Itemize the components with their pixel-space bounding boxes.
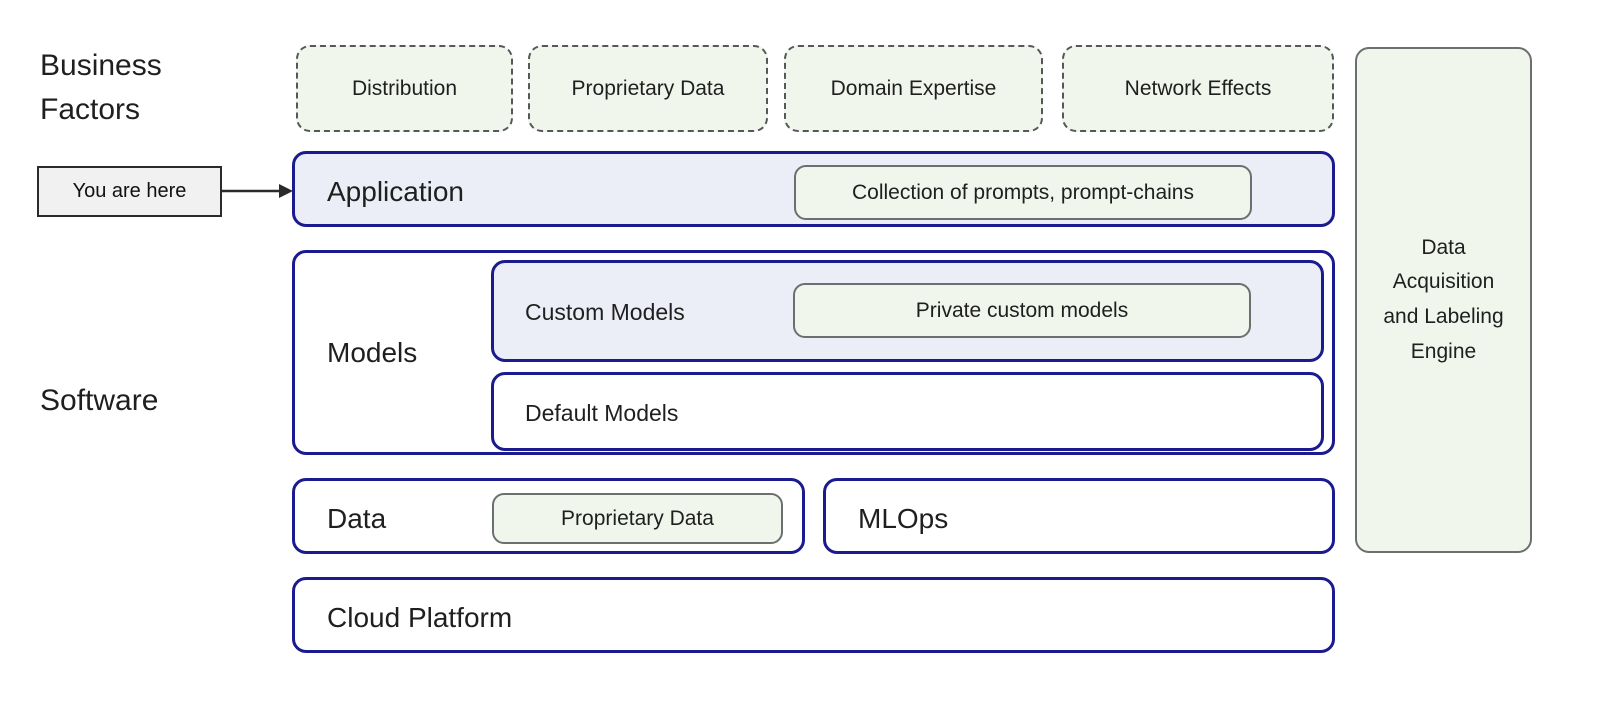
application-badge[interactable]: Collection of prompts, prompt-chains [794,165,1252,220]
models-subrow-title-default: Default Models [525,400,679,426]
business-factor-label: Network Effects [1124,76,1272,100]
business-factor-chip-domain-expertise[interactable]: Domain Expertise [784,45,1043,132]
business-factor-label: Distribution [351,76,458,100]
stack-row-mlops[interactable]: MLOps [823,478,1335,554]
arrow-right-icon [222,176,294,206]
section-label-business-factors: Business Factors [40,49,162,126]
data-badge[interactable]: Proprietary Data [492,493,783,544]
stack-row-data[interactable]: Data Proprietary Data [292,478,805,554]
stack-row-title-models: Models [327,337,418,368]
models-subrow-custom[interactable]: Custom Models Private custom models [491,260,1324,362]
stack-row-title-cloud-platform: Cloud Platform [327,602,513,633]
custom-models-badge[interactable]: Private custom models [793,283,1251,338]
business-factor-label: Proprietary Data [571,76,725,100]
stack-row-title-mlops: MLOps [858,503,949,534]
stack-row-cloud-platform[interactable]: Cloud Platform [292,577,1335,653]
data-acquisition-labeling-engine-panel[interactable]: Data Acquisition and Labeling Engine [1355,47,1532,553]
stack-row-models[interactable]: Models Custom Models Private custom mode… [292,250,1335,455]
business-factor-chip-network-effects[interactable]: Network Effects [1062,45,1334,132]
you-are-here-callout: You are here [37,166,222,217]
business-factor-label: Domain Expertise [830,76,997,100]
business-factor-chip-distribution[interactable]: Distribution [296,45,513,132]
stack-row-application[interactable]: Application Collection of prompts, promp… [292,151,1335,227]
business-factor-chip-proprietary-data[interactable]: Proprietary Data [528,45,768,132]
stack-row-title-application: Application [327,176,464,207]
models-subrow-title-custom: Custom Models [525,299,685,325]
models-subrow-default[interactable]: Default Models [491,372,1324,451]
section-label-software: Software [40,384,159,417]
stack-row-title-data: Data [327,503,387,534]
